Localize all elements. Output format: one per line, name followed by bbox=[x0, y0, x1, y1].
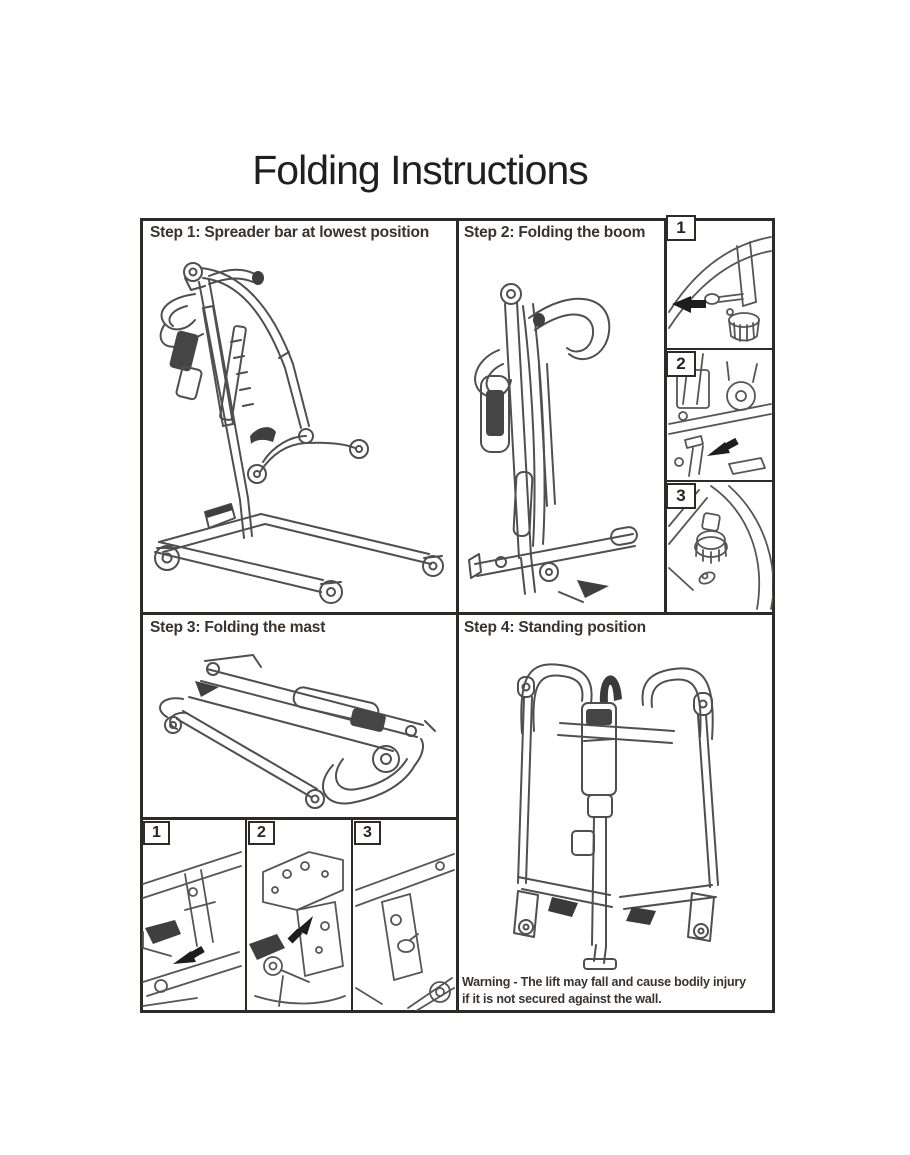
step4-heading: Step 4: Standing position bbox=[464, 619, 646, 636]
page-title: Folding Instructions bbox=[252, 147, 589, 193]
mast-detail-2-illustration bbox=[249, 851, 346, 1007]
boom-detail-1-badge: 1 bbox=[666, 215, 696, 241]
mast-detail-3-illustration bbox=[355, 853, 455, 1011]
step1-heading: Step 1: Spreader bar at lowest position bbox=[150, 224, 430, 241]
divider-step3-details bbox=[140, 817, 459, 820]
divider-vertical-detail-column bbox=[664, 218, 667, 615]
divider-mast-detail-1-2 bbox=[245, 817, 247, 1013]
warning-text: Warning - The lift may fall and cause bo… bbox=[462, 974, 772, 1008]
mast-detail-1-badge: 1 bbox=[143, 821, 170, 845]
step1-lift-illustration bbox=[154, 262, 444, 604]
step3-lift-illustration bbox=[159, 654, 436, 809]
mast-detail-3-badge: 3 bbox=[354, 821, 381, 845]
boom-detail-1-illustration bbox=[668, 236, 772, 342]
pedal-shape bbox=[249, 934, 285, 960]
boom-detail-3-badge: 3 bbox=[666, 483, 696, 509]
step3-heading: Step 3: Folding the mast bbox=[150, 619, 326, 636]
arrow-icon bbox=[287, 916, 313, 944]
arrow-icon bbox=[672, 296, 706, 313]
mast-detail-1-illustration bbox=[142, 851, 242, 1007]
warning-line-1: Warning - The lift may fall and cause bo… bbox=[462, 975, 746, 989]
arrow-icon bbox=[707, 437, 739, 456]
boom-detail-2-badge: 2 bbox=[666, 351, 696, 377]
pedal-shape bbox=[145, 920, 181, 944]
mast-detail-2-badge: 2 bbox=[248, 821, 275, 845]
divider-boom-detail-1-2 bbox=[664, 348, 775, 350]
arrow-icon bbox=[173, 945, 205, 964]
step2-heading: Step 2: Folding the boom bbox=[464, 224, 646, 241]
divider-boom-detail-2-3 bbox=[664, 480, 775, 482]
divider-mast-detail-2-3 bbox=[351, 817, 353, 1013]
step2-lift-illustration bbox=[468, 283, 638, 603]
warning-line-2: if it is not secured against the wall. bbox=[462, 992, 662, 1006]
step4-lift-illustration bbox=[513, 663, 719, 970]
divider-vertical-main bbox=[456, 218, 459, 1013]
divider-horizontal-main bbox=[140, 612, 775, 615]
